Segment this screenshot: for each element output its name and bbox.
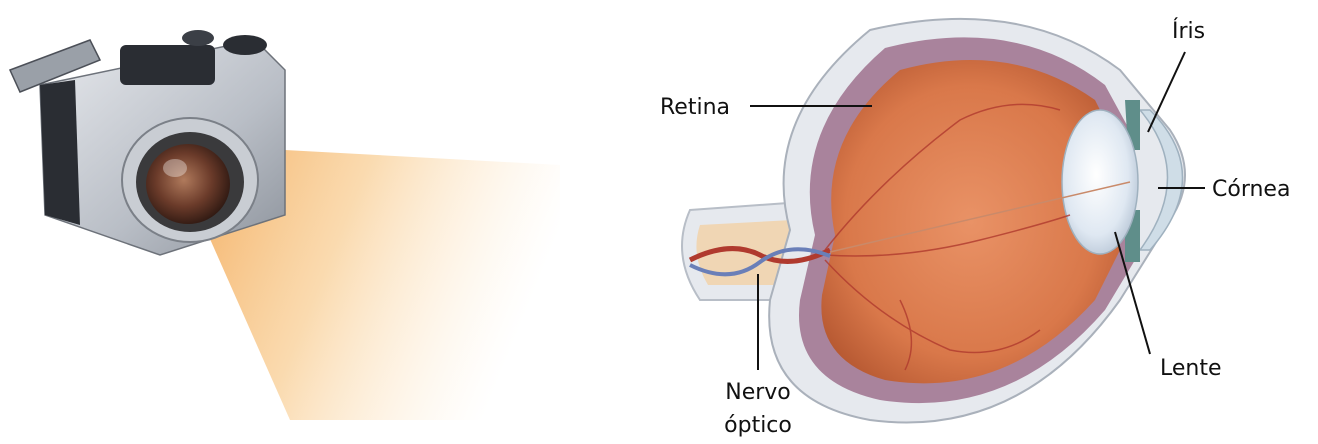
camera-dial — [223, 35, 267, 55]
eye-crystalline-lens — [1062, 110, 1138, 254]
camera-left-face — [40, 80, 80, 225]
label-lente: Lente — [1160, 356, 1222, 381]
label-retina: Retina — [660, 95, 730, 120]
label-iris: Íris — [1172, 18, 1205, 44]
camera-lens-highlight — [163, 159, 187, 177]
camera-lens-glass — [146, 144, 230, 224]
camera-illustration — [10, 30, 560, 420]
camera-shutter-button — [182, 30, 214, 46]
label-cornea: Córnea — [1212, 177, 1290, 202]
label-nervo-line1: Nervo — [725, 380, 791, 405]
iris-leader-line — [1148, 52, 1185, 132]
camera-top-housing — [120, 45, 215, 85]
label-nervo-line2: óptico — [724, 413, 792, 438]
